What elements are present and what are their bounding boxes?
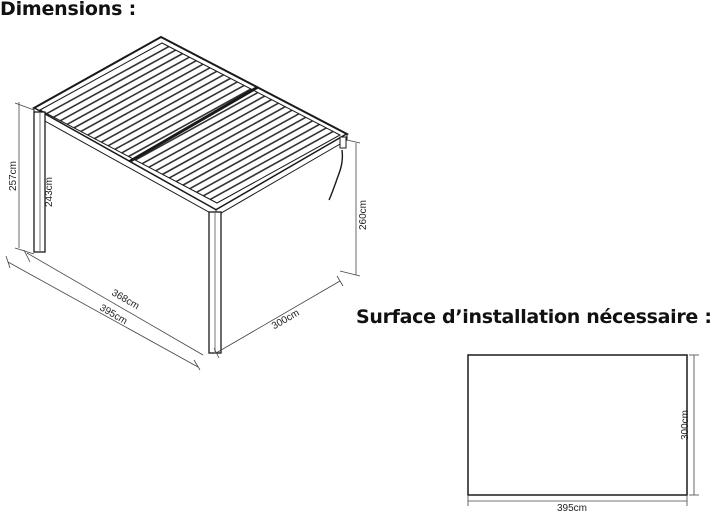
surface-heading: Surface d’installation nécessaire :: [356, 306, 712, 328]
roof-slat: [209, 130, 334, 201]
dim-tick-total-top: [346, 139, 361, 144]
roof-slat: [46, 45, 170, 115]
roof-slats: [46, 45, 334, 201]
dim-label-total-height: 260cm: [358, 200, 369, 230]
roof-frame-inner: [38, 42, 342, 204]
roof-slat: [155, 102, 279, 172]
dim-tick-total-bottom: [339, 270, 361, 277]
roof-slat: [60, 52, 183, 122]
roof-slat: [121, 84, 245, 154]
roof-slat: [128, 88, 252, 158]
dim-tick-outer-left: [5, 255, 11, 269]
roof-center-beam: [126, 85, 259, 165]
dim-line-depth: [215, 280, 341, 354]
dim-label-clearance-height: 243cm: [44, 177, 55, 207]
roof-slat: [87, 67, 211, 136]
roof-slat: [134, 91, 259, 161]
roof-slat: [53, 49, 177, 118]
pergola-illustration: 257cm 243cm 260cm 368cm 395cm 300cm: [5, 35, 369, 371]
surface-dim-label-depth: 300cm: [680, 410, 691, 440]
motor-cable: [328, 149, 344, 201]
roof-slat: [141, 95, 266, 165]
dim-tick-outer-right: [193, 359, 201, 371]
roof-slat: [182, 116, 307, 186]
roof-slat: [114, 81, 238, 151]
roof-slat: [100, 74, 225, 143]
surface-dim-label-width: 395cm: [557, 503, 587, 513]
dim-tick-post-top: [14, 102, 35, 111]
roof-slat: [66, 56, 190, 126]
front-beam-right: [215, 133, 348, 217]
roof-slat: [162, 105, 286, 176]
surface-rectangle: [467, 354, 688, 496]
dim-label-post-height: 257cm: [8, 161, 19, 191]
dim-label-outer-width: 395cm: [98, 303, 129, 328]
dim-tick-depth-left: [213, 347, 220, 359]
roof-slat: [196, 123, 320, 193]
surface-diagram: 300cm 395cm: [467, 354, 699, 513]
roof-slat: [202, 127, 327, 197]
roof-slat: [189, 120, 314, 190]
dim-line-outer-width: [7, 261, 199, 368]
roof-slat: [80, 63, 204, 133]
dim-line-inner-width: [26, 252, 204, 356]
post-back-right: [339, 136, 347, 149]
roof-slat: [94, 70, 218, 140]
roof-slat: [168, 109, 293, 179]
roof-slat: [73, 59, 197, 129]
roof-slat: [107, 77, 231, 147]
roof-slat: [148, 98, 272, 168]
roof-slat: [175, 113, 300, 183]
dim-label-depth: 300cm: [270, 308, 301, 333]
dim-tick-depth-right: [336, 275, 344, 287]
dimensions-heading: Dimensions :: [0, 0, 137, 20]
dim-tick-inner-left: [23, 249, 31, 263]
